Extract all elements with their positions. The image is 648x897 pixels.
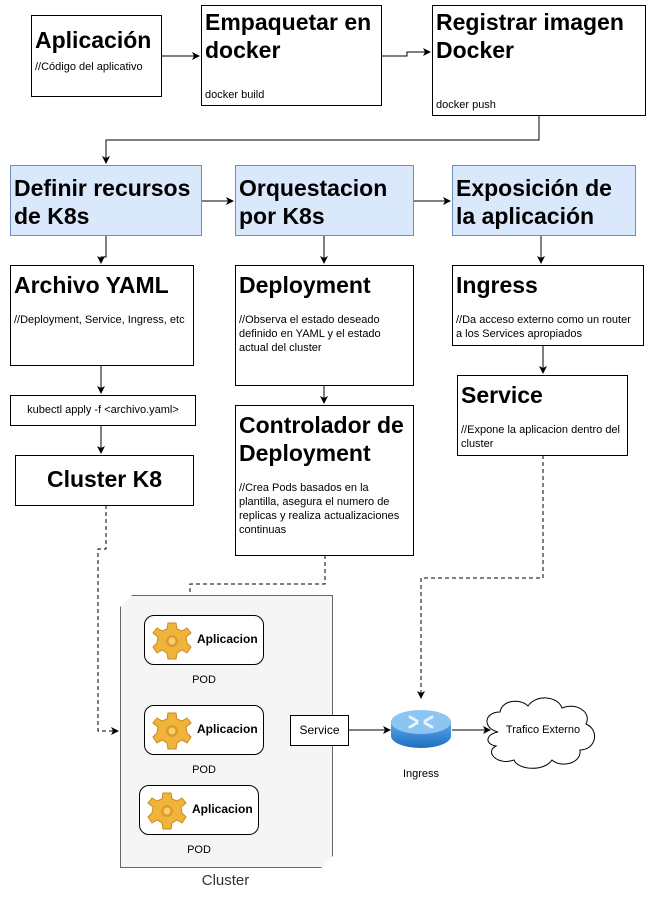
arrow-define-to-yaml: [97, 235, 107, 264]
pod-3-app: Aplicacion: [192, 802, 253, 816]
app-note: //Código del aplicativo: [35, 61, 143, 73]
cluster-k8-title: Cluster K8: [46, 466, 163, 492]
controller-note: //Crea Pods basados en la plantilla, ase…: [239, 482, 400, 536]
service-title: Service: [461, 382, 543, 408]
kubectl-command: kubectl apply -f <archivo.yaml>: [27, 404, 179, 416]
dashed-service-to-router: [417, 455, 544, 699]
pod-1-name: POD: [192, 674, 216, 686]
kubectl-box[interactable]: kubectl apply -f <archivo.yaml>: [10, 395, 196, 426]
pod-2[interactable]: Aplicacion: [144, 705, 264, 755]
controller-box[interactable]: Controlador de Deployment //Crea Pods ba…: [235, 405, 414, 556]
yaml-note: //Deployment, Service, Ingress, etc: [14, 314, 185, 326]
dashed-cluster-to-container: [97, 505, 119, 735]
service-node[interactable]: Service: [290, 715, 349, 746]
pod-2-app: Aplicacion: [197, 722, 258, 736]
stage-expose-title: Exposición de la aplicación: [456, 175, 612, 229]
ingress-note: //Da acceso externo como un router a los…: [456, 314, 631, 340]
external-traffic-label: Trafico Externo: [505, 724, 581, 736]
ingress-title: Ingress: [456, 272, 538, 298]
stage-define-title: Definir recursos de K8s: [14, 175, 191, 229]
package-title: Empaquetar en docker: [205, 9, 372, 63]
gear-icon: [152, 712, 192, 750]
stage-orchestrate-title: Orquestacion por K8s: [239, 175, 388, 229]
service-node-label: Service: [299, 723, 340, 737]
ingress-box[interactable]: Ingress //Da acceso externo como un rout…: [452, 265, 644, 346]
yaml-box[interactable]: Archivo YAML //Deployment, Service, Ingr…: [10, 265, 194, 366]
registry-box[interactable]: Registrar imagen Docker docker push: [432, 5, 646, 116]
cluster-label: Cluster: [201, 872, 250, 889]
pod-3[interactable]: Aplicacion: [139, 785, 259, 835]
registry-title: Registrar imagen Docker: [436, 9, 624, 63]
controller-title: Controlador de Deployment: [239, 412, 404, 466]
pod-2-name: POD: [192, 764, 216, 776]
deployment-box[interactable]: Deployment //Observa el estado deseado d…: [235, 265, 414, 386]
stage-orchestrate[interactable]: Orquestacion por K8s: [235, 165, 414, 236]
app-box[interactable]: Aplicación //Código del aplicativo: [31, 15, 162, 97]
yaml-title: Archivo YAML: [14, 272, 169, 298]
package-box[interactable]: Empaquetar en docker docker build: [201, 5, 382, 106]
ingress-node-label: Ingress: [402, 768, 440, 780]
gear-icon: [152, 622, 192, 660]
app-title: Aplicación: [35, 27, 152, 53]
deployment-title: Deployment: [239, 272, 371, 298]
registry-command: docker push: [436, 99, 496, 111]
stage-define[interactable]: Definir recursos de K8s: [10, 165, 202, 236]
arrow-package-to-registry: [381, 48, 431, 57]
cluster-k8-box[interactable]: Cluster K8: [15, 455, 194, 506]
stage-expose[interactable]: Exposición de la aplicación: [452, 165, 636, 236]
service-box[interactable]: Service //Expone la aplicacion dentro de…: [457, 375, 628, 456]
package-command: docker build: [205, 89, 265, 101]
service-note: //Expone la aplicacion dentro del cluste…: [461, 424, 620, 450]
arrow-registry-to-define: [102, 115, 540, 164]
pod-1-app: Aplicacion: [197, 632, 258, 646]
pod-3-name: POD: [187, 844, 211, 856]
deployment-note: //Observa el estado deseado definido en …: [239, 314, 381, 354]
router-icon[interactable]: [390, 708, 452, 750]
pod-1[interactable]: Aplicacion: [144, 615, 264, 665]
gear-icon: [147, 792, 187, 830]
